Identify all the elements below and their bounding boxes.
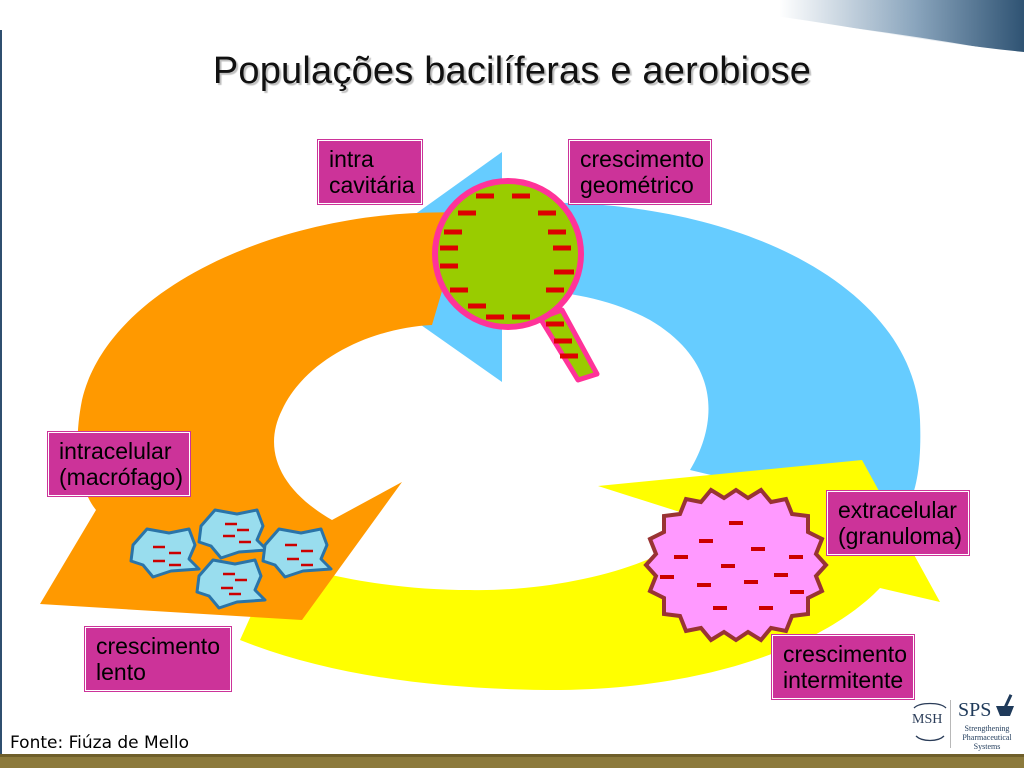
granuloma bbox=[643, 487, 829, 643]
label-crescimento-intermitente: crescimento intermitente bbox=[772, 635, 914, 699]
label-intra-cavitaria: intra cavitária bbox=[318, 140, 422, 204]
label-line: (macrófago) bbox=[59, 464, 183, 490]
label-line: crescimento bbox=[783, 641, 907, 667]
label-line: geométrico bbox=[580, 172, 694, 198]
msh-logo-mark bbox=[913, 702, 947, 742]
msh-logo: MSH bbox=[912, 712, 943, 727]
label-crescimento-lento: crescimento lento bbox=[85, 627, 231, 691]
granuloma-bacilli bbox=[660, 521, 804, 610]
sps-subtitle-line: Systems bbox=[973, 742, 1001, 751]
source-caption: Fonte: Fiúza de Mello bbox=[10, 733, 190, 753]
sps-logo: SPS bbox=[958, 699, 992, 721]
granuloma-body bbox=[643, 487, 829, 643]
cavity-circle bbox=[432, 178, 584, 330]
orange-arrow bbox=[40, 212, 465, 620]
label-line: extracelular bbox=[838, 497, 957, 523]
label-line: intracelular bbox=[59, 438, 172, 464]
logo-divider bbox=[950, 700, 951, 748]
label-line: cavitária bbox=[329, 172, 415, 198]
label-line: intermitente bbox=[783, 667, 904, 693]
cavity-magnifier bbox=[432, 178, 600, 383]
header-swoosh bbox=[480, 0, 1024, 52]
label-crescimento-geometrico: crescimento geométrico bbox=[569, 140, 711, 204]
macrophage-cell bbox=[195, 558, 267, 610]
macrophage-cell bbox=[261, 527, 333, 579]
magnifier-handle bbox=[537, 307, 600, 383]
page-title: Populações bacilíferas e aerobiose bbox=[212, 50, 812, 92]
header-swoosh-line bbox=[519, 1, 1024, 57]
cavity-bacilli bbox=[440, 193, 578, 359]
sps-logo-subtitle: Strengthening Pharmaceutical Systems bbox=[956, 724, 1018, 751]
macrophage-cell bbox=[197, 508, 269, 560]
sps-mortar-icon bbox=[996, 694, 1014, 716]
label-line: (granuloma) bbox=[838, 523, 962, 549]
label-intracelular: intracelular (macrófago) bbox=[48, 432, 190, 496]
sps-subtitle-line: Strengthening bbox=[964, 724, 1010, 733]
label-line: crescimento bbox=[580, 146, 704, 172]
sps-subtitle-line: Pharmaceutical bbox=[962, 733, 1012, 742]
label-line: intra bbox=[329, 146, 374, 172]
label-line: crescimento bbox=[96, 633, 220, 659]
macrophage-cell bbox=[129, 527, 201, 579]
bottom-strip bbox=[0, 754, 1024, 768]
macrophage-group bbox=[129, 508, 333, 610]
label-line: lento bbox=[96, 659, 146, 685]
label-extracelular: extracelular (granuloma) bbox=[827, 491, 969, 555]
